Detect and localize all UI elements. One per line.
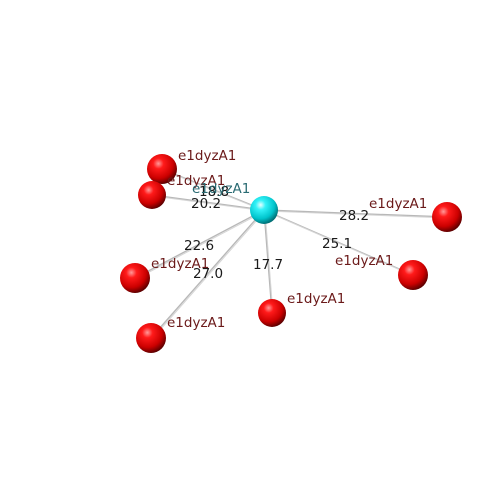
- edge-3: [263, 209, 448, 218]
- neighbor-label-1: e1dyzA1: [178, 148, 236, 164]
- distance-label-3: 28.2: [339, 208, 369, 224]
- edge-4: [134, 209, 265, 279]
- edge-7: [150, 209, 265, 339]
- edge-shadow-3: [264, 210, 449, 219]
- neighbor-label-4: e1dyzA1: [151, 256, 209, 272]
- edge-shadow-7: [151, 210, 266, 340]
- neighbor-node-3[interactable]: [432, 202, 462, 232]
- neighbor-label-2: e1dyzA1: [167, 173, 225, 189]
- neighbor-node-5[interactable]: [398, 260, 428, 290]
- neighbor-node-4[interactable]: [120, 263, 150, 293]
- neighbor-node-2[interactable]: [138, 181, 166, 209]
- edge-shadow-2: [152, 195, 266, 212]
- center-label: e1dyzA1: [192, 181, 250, 197]
- edge-2: [151, 194, 265, 211]
- edge-5: [263, 209, 414, 276]
- neighbor-node-1[interactable]: [147, 154, 177, 184]
- neighbor-label-6: e1dyzA1: [287, 291, 345, 307]
- edge-shadow-5: [264, 210, 415, 277]
- edge-shadow-6: [264, 210, 274, 315]
- edge-shadow-1: [162, 169, 266, 212]
- nodes-layer: [120, 154, 462, 353]
- edge-6: [263, 209, 273, 314]
- neighbor-label-7: e1dyzA1: [167, 315, 225, 331]
- edge-shadow-4: [135, 210, 266, 280]
- distance-label-7: 27.0: [193, 266, 223, 282]
- edges-layer: [134, 168, 449, 340]
- distance-label-1: 18.8: [199, 184, 229, 200]
- neighbor-label-3: e1dyzA1: [369, 196, 427, 212]
- distance-label-4: 22.6: [184, 238, 214, 254]
- distance-label-5: 25.1: [322, 236, 352, 252]
- distance-label-2: 20.2: [191, 196, 221, 212]
- neighbor-label-5: e1dyzA1: [335, 253, 393, 269]
- edge-1: [161, 168, 265, 211]
- center-node[interactable]: [250, 196, 278, 224]
- neighbor-node-7[interactable]: [136, 323, 166, 353]
- neighbor-node-6[interactable]: [258, 299, 286, 327]
- distance-label-6: 17.7: [253, 257, 283, 273]
